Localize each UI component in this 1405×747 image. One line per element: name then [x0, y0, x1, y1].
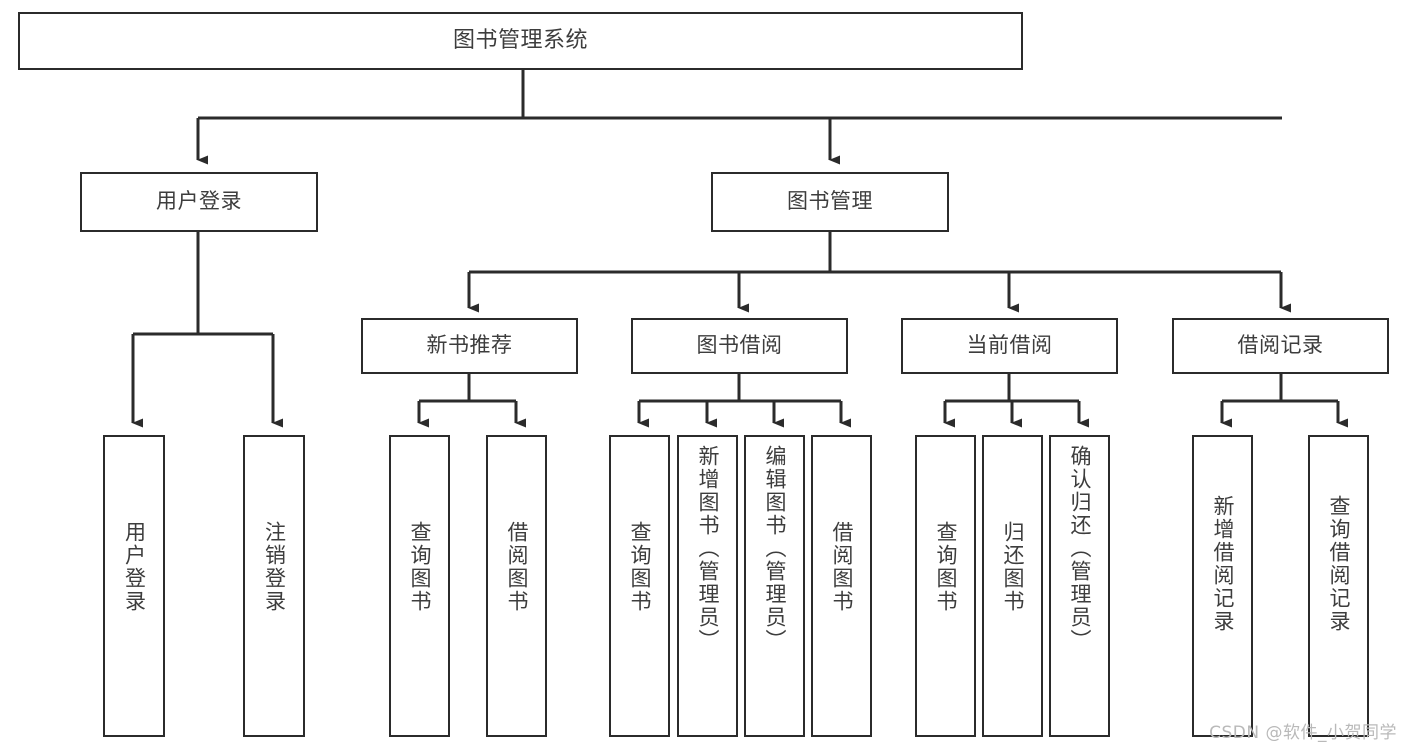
node-label: 图书管理系统 — [452, 27, 588, 53]
node-new-book-recommend[interactable]: 新书推荐 — [361, 318, 578, 374]
node-label: 图书管理 — [787, 189, 873, 214]
node-label: 确认归还（管理员） — [1068, 445, 1092, 652]
node-label: 查询图书 — [934, 521, 958, 613]
node-label: 借阅记录 — [1237, 333, 1324, 358]
leaf-recommend-borrow-book[interactable]: 借阅图书 — [486, 435, 547, 737]
leaf-current-return-book[interactable]: 归还图书 — [982, 435, 1043, 737]
node-book-borrow[interactable]: 图书借阅 — [631, 318, 848, 374]
leaf-borrow-do-borrow[interactable]: 借阅图书 — [811, 435, 872, 737]
node-root-system[interactable]: 图书管理系统 — [18, 12, 1023, 70]
node-current-borrow[interactable]: 当前借阅 — [901, 318, 1118, 374]
node-label: 用户登录 — [156, 189, 242, 214]
node-label: 借阅图书 — [505, 521, 529, 613]
leaf-user-login[interactable]: 用户登录 — [103, 435, 165, 737]
leaf-record-search[interactable]: 查询借阅记录 — [1308, 435, 1369, 737]
node-label: 注销登录 — [262, 521, 287, 613]
leaf-current-confirm-return[interactable]: 确认归还（管理员） — [1049, 435, 1110, 737]
node-label: 查询图书 — [628, 521, 652, 613]
node-label: 查询借阅记录 — [1327, 495, 1351, 633]
node-label: 借阅图书 — [830, 521, 854, 613]
node-label: 新增借阅记录 — [1211, 495, 1235, 633]
node-label: 用户登录 — [122, 521, 147, 613]
node-borrow-record[interactable]: 借阅记录 — [1172, 318, 1389, 374]
node-label: 查询图书 — [408, 521, 432, 613]
leaf-borrow-edit-book[interactable]: 编辑图书（管理员） — [744, 435, 805, 737]
leaf-record-add[interactable]: 新增借阅记录 — [1192, 435, 1253, 737]
leaf-user-logout[interactable]: 注销登录 — [243, 435, 305, 737]
node-label: 图书借阅 — [696, 333, 783, 358]
node-label: 新增图书（管理员） — [696, 445, 720, 652]
node-label: 新书推荐 — [426, 333, 513, 358]
leaf-recommend-query-book[interactable]: 查询图书 — [389, 435, 450, 737]
node-book-manage[interactable]: 图书管理 — [711, 172, 949, 232]
node-label: 归还图书 — [1001, 521, 1025, 613]
node-label: 当前借阅 — [966, 333, 1053, 358]
node-label: 编辑图书（管理员） — [763, 445, 787, 652]
leaf-borrow-query-book[interactable]: 查询图书 — [609, 435, 670, 737]
leaf-borrow-add-book[interactable]: 新增图书（管理员） — [677, 435, 738, 737]
node-user-login[interactable]: 用户登录 — [80, 172, 318, 232]
leaf-current-query-book[interactable]: 查询图书 — [915, 435, 976, 737]
